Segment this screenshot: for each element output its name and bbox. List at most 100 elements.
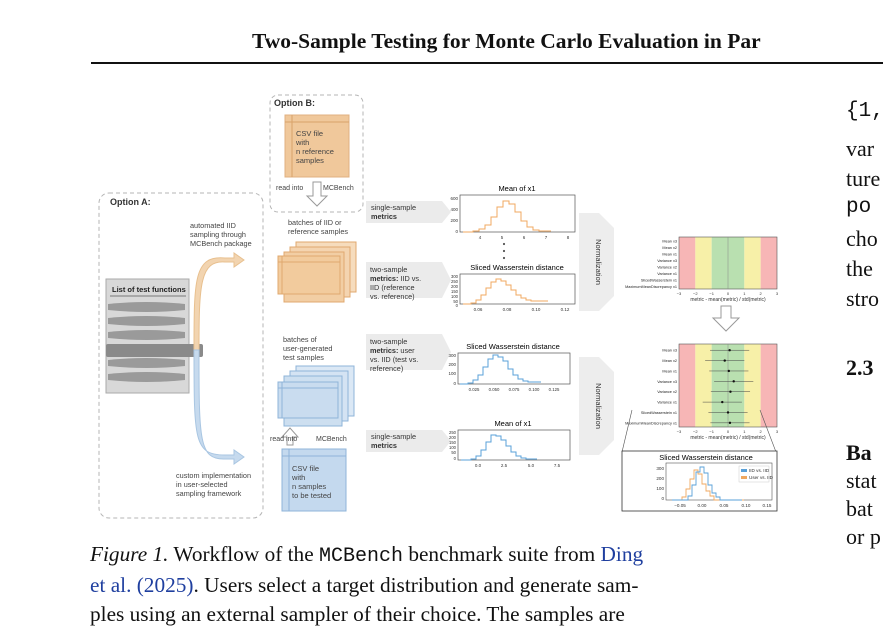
std-tick-label: 2 — [760, 429, 763, 434]
caption-mcbench: MCBench — [318, 545, 403, 568]
metric-row-label: Mean x2 — [662, 359, 677, 363]
std-tick-label: −2 — [693, 291, 698, 296]
two-sample-tag-ref: two-sample metrics: IID vs. IID (referen… — [366, 262, 451, 301]
std-tick-label: 1 — [743, 291, 746, 296]
std-axis-label: metric - mean(metric) / std(metric) — [690, 297, 766, 303]
metric-row-label: Variance x1 — [657, 401, 677, 405]
batches-user-label: batches of user-generated test samples — [283, 335, 335, 362]
running-header: Two-Sample Testing for Monte Carlo Evalu… — [252, 29, 761, 53]
metric-row-label: SlicedWasserstein x1 — [641, 411, 677, 415]
std-tick-label: −1 — [709, 429, 714, 434]
std-tick-label: 3 — [776, 291, 779, 296]
metric-row-label: Variance x3 — [657, 380, 677, 384]
workflow-figure: Option A: Option B: CSV file with n refe… — [98, 94, 779, 519]
option-a-label: Option A: — [110, 197, 151, 207]
list-items — [108, 302, 185, 382]
std-tick-label: 0 — [727, 291, 730, 296]
mcbench-label-bottom: MCBench — [316, 436, 347, 443]
citation-link[interactable]: Ding — [600, 542, 644, 566]
std-tick-label: 0 — [727, 429, 730, 434]
metric-point — [723, 359, 726, 362]
metric-point — [727, 369, 731, 373]
option-b-label: Option B: — [274, 98, 315, 108]
option-a-box — [98, 192, 264, 519]
caption-label: Figure 1. — [90, 542, 169, 566]
reference-batches — [277, 241, 357, 303]
svg-text:Normalization: Normalization — [594, 239, 603, 285]
std-tick-label: −2 — [693, 429, 698, 434]
test-csv-file — [281, 448, 347, 512]
metric-row-label: Mean x3 — [662, 349, 677, 353]
metric-point — [729, 390, 732, 393]
read-into-label-bottom: read into — [270, 436, 297, 443]
option-b-box — [269, 94, 364, 213]
citation-link-year[interactable]: et al. (2025) — [90, 573, 194, 597]
svg-text:Normalization: Normalization — [594, 383, 603, 429]
ellipsis-dots — [502, 242, 506, 260]
svg-text:0.060.080.100.12: 0.060.080.100.12 — [474, 307, 570, 312]
metric-point — [728, 349, 731, 352]
metric-row-label: MaximumMeanDiscrepancy x1 — [625, 285, 677, 289]
custom-flow-arrow — [193, 349, 245, 465]
mcbench-label-top: MCBench — [323, 185, 354, 192]
svg-text:0.02.55.07.5: 0.02.55.07.5 — [475, 463, 561, 468]
two-sample-tag-user: two-sample metrics: user vs. IID (test v… — [366, 334, 451, 373]
metric-row-label: Mean x1 — [662, 369, 677, 373]
std-tick-label: 3 — [776, 429, 779, 434]
svg-text:Mean of x1: Mean of x1 — [498, 184, 535, 193]
metric-row-label: Variance x2 — [657, 390, 677, 394]
normalization-bottom: Normalization — [579, 357, 614, 455]
std-tick-label: 2 — [760, 291, 763, 296]
metric-point — [732, 380, 735, 383]
reference-csv-file — [284, 114, 350, 178]
iid-flow-arrow — [193, 252, 245, 351]
custom-label: custom implementation in user-selected s… — [176, 471, 253, 498]
svg-text:−0.050.000.050.100.15: −0.050.000.050.100.15 — [674, 503, 772, 508]
svg-text:Sliced Wasserstein distance: Sliced Wasserstein distance — [659, 453, 753, 462]
down-arrow-icon-2 — [711, 305, 741, 332]
selected-test-function — [106, 344, 203, 357]
metric-row-label: Mean x1 — [662, 252, 677, 256]
reference-csv-label: CSV file with n reference samples — [295, 129, 336, 165]
metric-row-label: Mean x2 — [662, 246, 677, 250]
list-title: List of test functions — [112, 285, 186, 294]
normalized-metrics-panel-bottom: Mean x3 Mean x2 Mean x1 Variance x3 Variance… — [625, 343, 779, 441]
svg-text:two-sample metrics: user: two-sample metrics: user vs. IID (test v… — [370, 337, 420, 373]
down-arrow-icon — [305, 181, 329, 207]
std-tick-label: −1 — [709, 291, 714, 296]
test-csv-label: CSV file with n samples to be tested — [291, 464, 331, 500]
metric-row-label: SlicedWasserstein x1 — [641, 278, 677, 282]
metric-row-label: Variance x2 — [657, 265, 677, 269]
metric-row-label: MaximumMeanDiscrepancy x1 — [625, 421, 677, 425]
std-tick-label: −3 — [677, 291, 682, 296]
metric-point — [721, 400, 724, 404]
metric-point — [726, 411, 730, 414]
svg-text:Sliced Wasserstein distance: Sliced Wasserstein distance — [470, 263, 564, 272]
svg-text:two-sample metrics: IID: two-sample metrics: IID vs. IID (referen… — [370, 265, 423, 301]
normalization-top: Normalization — [579, 213, 614, 311]
svg-text:Mean of x1: Mean of x1 — [494, 419, 531, 428]
batches-ref-label: batches of IID or reference samples — [288, 218, 348, 236]
metric-row-label: Mean x3 — [662, 239, 677, 243]
svg-text:Sliced Wasserstein distance: Sliced Wasserstein distance — [466, 342, 560, 351]
user-batches — [277, 365, 355, 427]
std-axis-label: metric - mean(metric) / std(metric) — [690, 435, 766, 441]
std-tick-label: −3 — [677, 429, 682, 434]
